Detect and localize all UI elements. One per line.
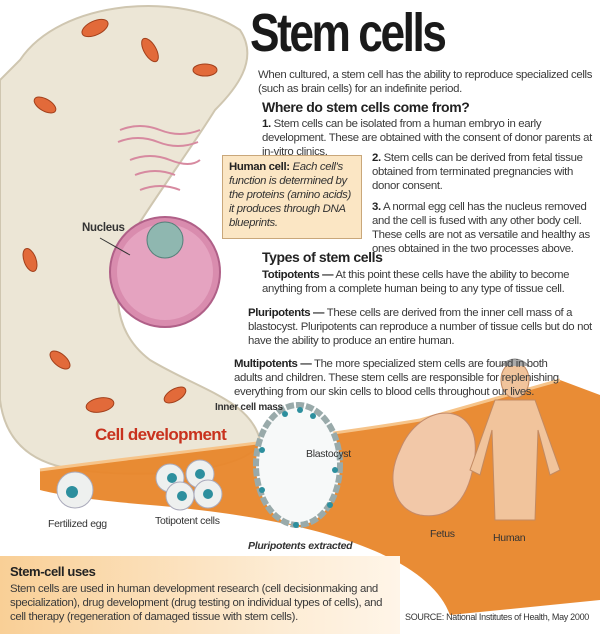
origin-item-1: 1. Stem cells can be isolated from a hum…: [262, 117, 600, 159]
blastocyst-label: Blastocyst: [306, 448, 351, 460]
origins-heading: Where do stem cells come from?: [262, 99, 470, 115]
intro-text: When cultured, a stem cell has the abili…: [258, 69, 593, 95]
origin-text: Stem cells can be isolated from a human …: [262, 118, 592, 158]
cell-development-title: Cell development: [95, 425, 227, 444]
type-totipotents: Totipotents — At this point these cells …: [262, 268, 600, 296]
type-pluripotents: Pluripotents — These cells are derived f…: [248, 306, 600, 348]
type-text: These cells are derived from the inner c…: [248, 307, 592, 347]
uses-text: Stem cells are used in human development…: [10, 583, 383, 623]
fertilized-egg-label: Fertilized egg: [48, 518, 107, 530]
types-heading: Types of stem cells: [262, 249, 383, 265]
human-label: Human: [493, 532, 526, 544]
totipotent-cells: [155, 459, 223, 511]
origin-text: Stem cells can be derived from fetal tis…: [372, 152, 583, 192]
human-figure: [469, 361, 561, 521]
stem-cell-uses-box: Stem-cell uses Stem cells are used in hu…: [0, 556, 400, 634]
page-title: Stem cells: [250, 3, 447, 63]
nucleus-label: Nucleus: [82, 222, 125, 234]
inner-cell-mass-label: Inner cell mass: [215, 402, 283, 413]
human-cell-callout: Human cell: Each cell's function is dete…: [222, 155, 362, 239]
origin-number: 3.: [372, 201, 381, 213]
origin-item-3: 3. A normal egg cell has the nucleus rem…: [372, 200, 597, 256]
totipotent-cells-label: Totipotent cells: [155, 515, 220, 527]
pluripotents-extracted-label: Pluripotents extracted: [248, 540, 353, 552]
type-name: Multipotents —: [234, 358, 312, 370]
type-text: At this point these cells have the abili…: [262, 269, 570, 295]
source-note: SOURCE: National Institutes of Health, M…: [405, 612, 589, 622]
origin-number: 2.: [372, 152, 381, 164]
type-name: Totipotents —: [262, 269, 334, 281]
fetus-label: Fetus: [430, 528, 455, 540]
nucleolus: [146, 221, 184, 259]
origin-text: A normal egg cell has the nucleus remove…: [372, 201, 590, 255]
origin-item-2: 2. Stem cells can be derived from fetal …: [372, 151, 597, 193]
uses-heading: Stem-cell uses: [10, 564, 96, 579]
type-text: The more specialized stem cells are foun…: [234, 358, 559, 398]
origin-number: 1.: [262, 118, 271, 130]
type-name: Pluripotents —: [248, 307, 325, 319]
blastocyst: [253, 402, 343, 528]
fetus: [392, 412, 476, 517]
callout-text: Each cell's function is determined by th…: [229, 161, 351, 229]
callout-label: Human cell:: [229, 161, 290, 173]
type-multipotents: Multipotents — The more specialized stem…: [234, 357, 574, 399]
